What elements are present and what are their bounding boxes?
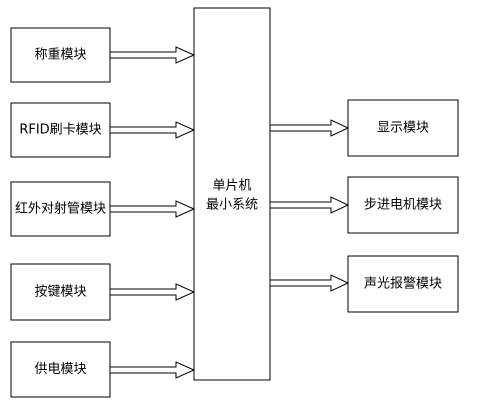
output-module-stepper: 步进电机模块 bbox=[347, 176, 459, 234]
output-box-stepper bbox=[347, 176, 459, 234]
arrow-mcu-to-stepper bbox=[269, 196, 350, 214]
input-box-keypad bbox=[10, 263, 111, 321]
input-module-weighing: 称重模块 bbox=[10, 27, 111, 83]
input-label-keypad: 按键模块 bbox=[34, 285, 86, 300]
arrow-mcu-to-alarm bbox=[269, 274, 350, 292]
input-box-rfid bbox=[10, 102, 111, 158]
arrow-power-to-mcu bbox=[109, 361, 196, 379]
output-module-display: 显示模块 bbox=[347, 99, 459, 157]
output-label-stepper: 步进电机模块 bbox=[364, 198, 442, 213]
arrow-keypad-to-mcu bbox=[109, 283, 196, 301]
mcu-label-line2: 最小系统 bbox=[206, 198, 258, 213]
input-label-power: 供电模块 bbox=[34, 362, 86, 377]
arrow-rfid-to-mcu bbox=[109, 121, 196, 139]
output-label-display: 显示模块 bbox=[377, 121, 429, 136]
arrow-infrared-to-mcu bbox=[109, 200, 196, 218]
input-label-rfid: RFID刷卡模块 bbox=[19, 123, 101, 138]
input-label-infrared: 红外对射管模块 bbox=[15, 201, 106, 217]
output-box-display bbox=[347, 99, 459, 157]
input-module-rfid: RFID刷卡模块 bbox=[10, 102, 111, 158]
input-label-weighing: 称重模块 bbox=[34, 47, 86, 63]
output-box-alarm bbox=[347, 255, 459, 313]
arrow-mcu-to-display bbox=[269, 119, 350, 137]
mcu-minimum-system: 单片机 最小系统 bbox=[193, 7, 271, 381]
arrow-weighing-to-mcu bbox=[109, 46, 196, 64]
input-module-power: 供电模块 bbox=[10, 341, 111, 398]
output-label-alarm: 声光报警模块 bbox=[364, 276, 442, 292]
input-box-power bbox=[10, 341, 111, 398]
input-module-infrared: 红外对射管模块 bbox=[10, 181, 111, 237]
mcu-label-line1: 单片机 bbox=[212, 179, 251, 194]
mcu-box bbox=[193, 7, 271, 381]
input-box-infrared bbox=[10, 181, 111, 237]
output-module-alarm: 声光报警模块 bbox=[347, 255, 459, 313]
input-module-keypad: 按键模块 bbox=[10, 263, 111, 321]
input-box-weighing bbox=[10, 27, 111, 83]
